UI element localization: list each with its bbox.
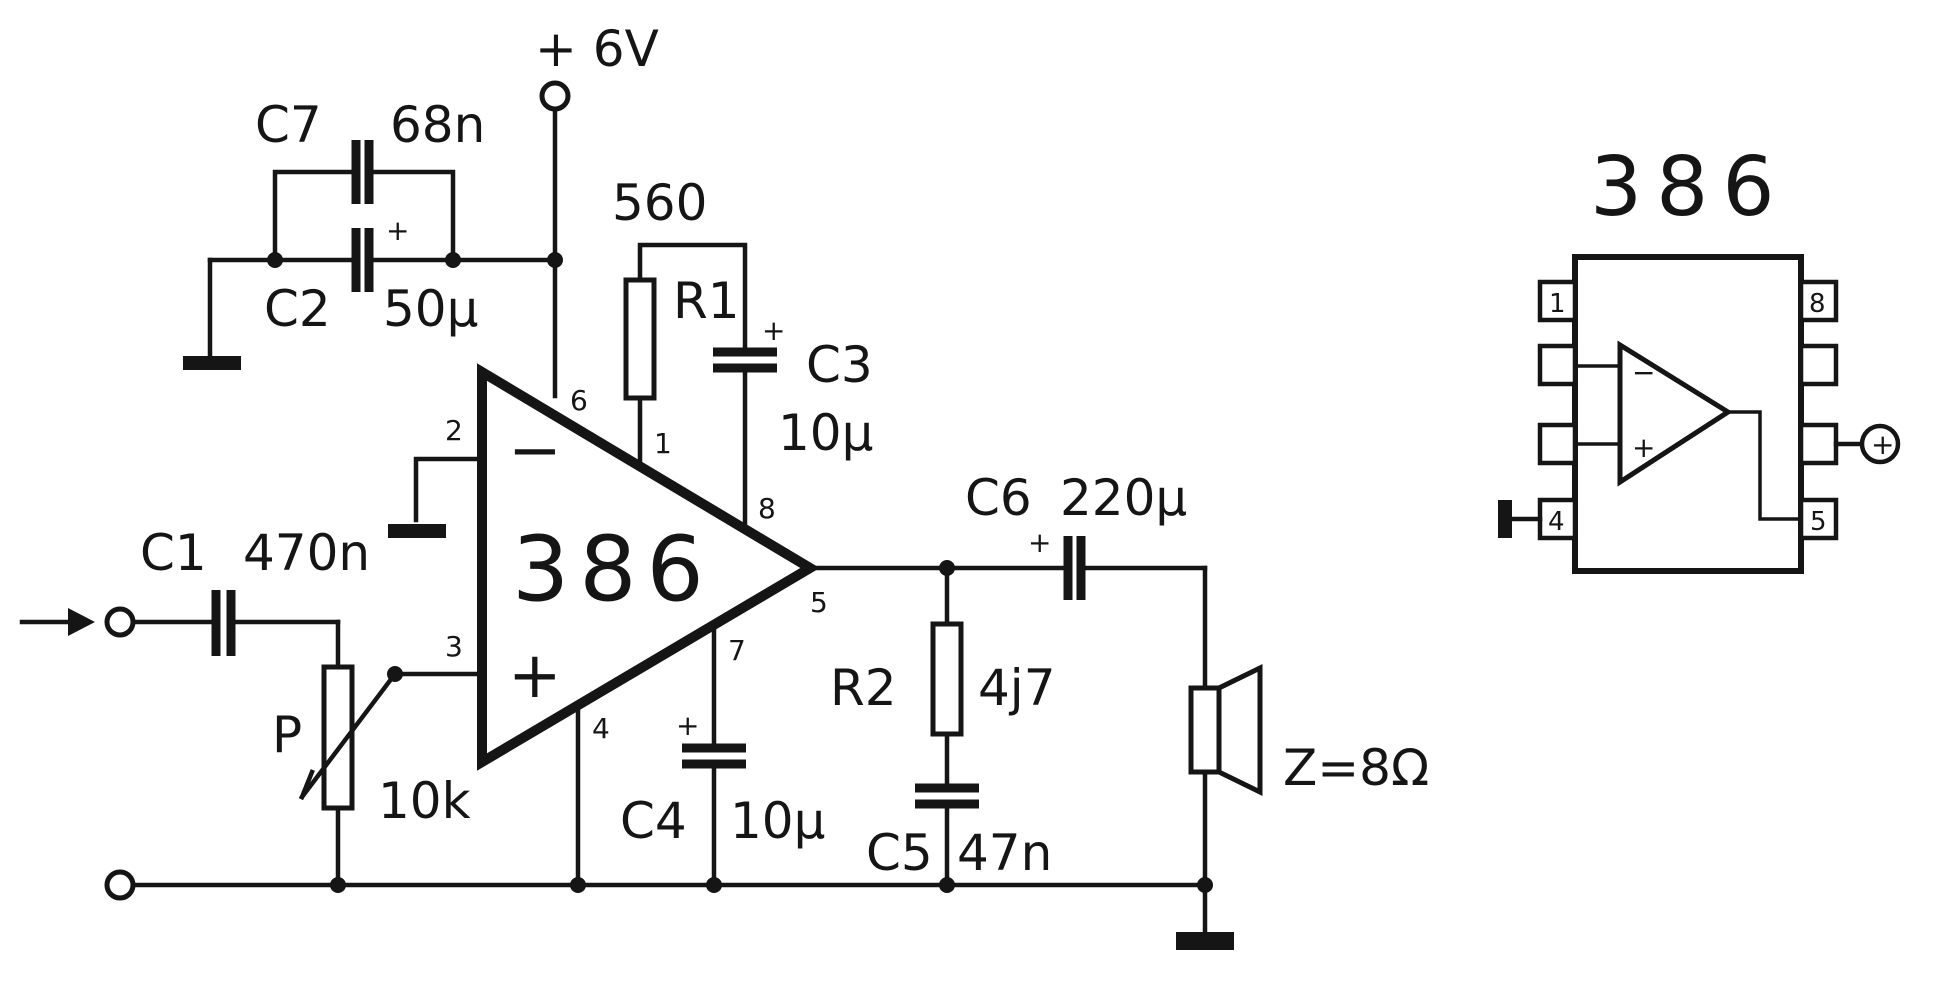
ic-pin-6 (1798, 422, 1839, 466)
capacitor-c7 (351, 140, 374, 204)
r1-value: 560 (612, 174, 707, 232)
speaker-icon (1188, 663, 1263, 797)
opamp-386: 386 − + 6 1 8 2 3 5 7 4 (445, 363, 828, 771)
c5-value: 47n (957, 824, 1052, 882)
ground-terminal (104, 869, 136, 901)
capacitor-c6: + (1028, 526, 1086, 600)
ground-symbol-output (1176, 932, 1234, 950)
supply-label: + 6V (535, 20, 659, 78)
ic-pin-2 (1537, 343, 1578, 387)
ic-pin-7 (1798, 343, 1839, 387)
pinout-title: 386 (1590, 140, 1789, 235)
pin-label-1: 1 (654, 427, 672, 460)
potentiometer-p (298, 664, 399, 811)
resistor-r2 (930, 621, 964, 737)
input-terminal (104, 606, 136, 638)
opamp-minus-sign: − (508, 414, 562, 488)
capacitor-c4: + (676, 709, 746, 769)
ic-supply-symbol: + (1871, 428, 1894, 461)
pin-label-2: 2 (445, 414, 463, 447)
c7-ref: C7 (255, 96, 322, 154)
ic-pin-1-label: 1 (1549, 289, 1566, 319)
pinout-diagram: 386 1 4 8 5 − + + (1498, 140, 1901, 574)
input-arrow-icon (19, 608, 95, 636)
r1-ref: R1 (673, 272, 740, 330)
resistor-r1 (623, 277, 657, 401)
c2-value: 50µ (383, 280, 478, 338)
opamp-label: 386 (512, 517, 714, 622)
pin-label-4: 4 (592, 712, 610, 745)
c6-value: 220µ (1060, 469, 1187, 527)
ic-pin-3 (1537, 422, 1578, 466)
c2-ref: C2 (264, 280, 331, 338)
opamp-plus-sign: + (508, 639, 562, 713)
labels: + 6V C7 68n C2 50µ 560 R1 C3 10µ C1 470n… (140, 20, 1429, 882)
capacitor-c5 (915, 783, 979, 809)
ground-symbol-c2 (183, 356, 241, 370)
pin-label-3: 3 (445, 630, 463, 663)
junction-dots (267, 252, 1213, 893)
ic-inner-amplifier (1617, 340, 1733, 487)
c2-polarity: + (386, 214, 409, 247)
c4-polarity: + (676, 709, 699, 742)
pin-label-6: 6 (570, 384, 588, 417)
speaker-impedance: Z=8Ω (1283, 739, 1429, 797)
capacitor-c3: + (713, 314, 785, 373)
ic-pin-4 (1537, 497, 1578, 541)
ic-pin-4-label: 4 (1548, 507, 1565, 537)
ground-symbol-pin2 (388, 524, 446, 538)
pin-label-7: 7 (728, 634, 746, 667)
pin-label-5: 5 (810, 586, 828, 619)
ic-ground-symbol (1498, 500, 1512, 538)
c6-polarity: + (1028, 526, 1051, 559)
c3-value: 10µ (778, 404, 873, 462)
capacitor-c1 (211, 590, 236, 656)
capacitor-c2: + (351, 214, 409, 292)
ic-pin-1 (1537, 279, 1578, 323)
c1-ref: C1 (140, 524, 207, 582)
c5-ref: C5 (866, 824, 933, 882)
pin-label-8: 8 (758, 492, 776, 525)
c1-value: 470n (243, 524, 370, 582)
ic-supply-terminal (1859, 423, 1901, 465)
c3-ref: C3 (806, 336, 873, 394)
c7-value: 68n (390, 96, 485, 154)
ic-pin-5-label: 5 (1810, 507, 1827, 537)
ic-inner-minus: − (1632, 356, 1655, 389)
r2-ref: R2 (830, 659, 897, 717)
supply-terminal (539, 80, 571, 112)
c4-ref: C4 (620, 792, 687, 850)
ic-inner-plus: + (1632, 431, 1655, 464)
p-ref: P (272, 706, 302, 764)
wires (134, 109, 1208, 935)
ic-pin-8-label: 8 (1809, 289, 1826, 319)
c6-ref: C6 (965, 469, 1032, 527)
r2-value: 4j7 (978, 659, 1056, 717)
c4-value: 10µ (730, 792, 825, 850)
c3-polarity: + (762, 314, 785, 347)
ic-pin-8 (1798, 279, 1839, 323)
p-value: 10k (378, 772, 471, 830)
